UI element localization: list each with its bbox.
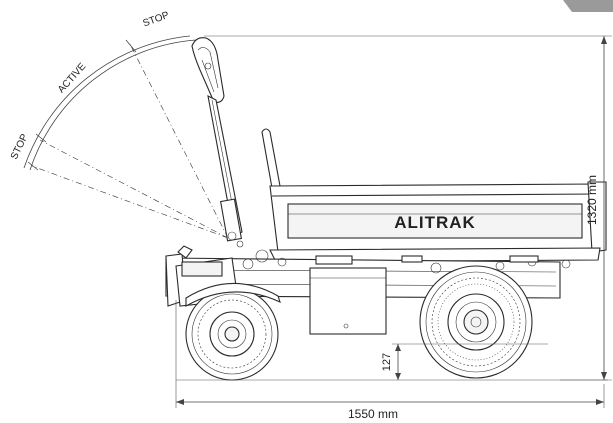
rear-grab-bar bbox=[261, 128, 281, 189]
stop-label-bottom: STOP bbox=[9, 132, 31, 161]
steering-handle bbox=[191, 37, 244, 248]
corner-tab bbox=[563, 0, 613, 12]
battery-box bbox=[309, 267, 387, 335]
handle-angle-arc bbox=[23, 35, 229, 239]
active-label: ACTIVE bbox=[56, 61, 89, 95]
clearance-dimension bbox=[392, 343, 420, 380]
height-label: 1320 mm bbox=[585, 175, 599, 225]
brand-text: ALITRAK bbox=[394, 213, 476, 232]
rear-wheel bbox=[185, 282, 281, 381]
clearance-label: 127 bbox=[381, 353, 393, 371]
length-dimension bbox=[175, 300, 605, 408]
stop-label-top: STOP bbox=[142, 10, 171, 30]
length-label: 1550 mm bbox=[348, 407, 398, 421]
height-dimension bbox=[204, 35, 612, 381]
front-wheel bbox=[419, 265, 548, 379]
